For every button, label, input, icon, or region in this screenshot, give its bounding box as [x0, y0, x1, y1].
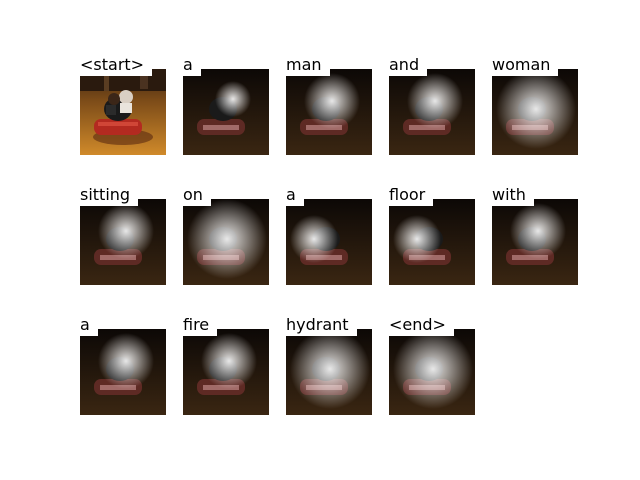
caption-word-label: and — [389, 55, 428, 76]
attention-map-image — [183, 199, 269, 285]
caption-word-label: a — [80, 315, 98, 336]
attention-frame: on — [183, 185, 269, 285]
attention-map-image — [286, 199, 372, 285]
attention-map-image — [183, 69, 269, 155]
attention-frame: a — [80, 315, 166, 415]
attention-frame: fire — [183, 315, 269, 415]
attention-frame: <end> — [389, 315, 475, 415]
attention-frame: hydrant — [286, 315, 372, 415]
caption-word-label: on — [183, 185, 211, 206]
attention-frame: man — [286, 55, 372, 155]
attention-frame: with — [492, 185, 578, 285]
caption-word-label: fire — [183, 315, 218, 336]
attention-map-image — [492, 69, 578, 155]
attention-map-image — [389, 329, 475, 415]
caption-word-label: a — [183, 55, 201, 76]
caption-word-label: <start> — [80, 55, 153, 76]
attention-map-image — [286, 69, 372, 155]
attention-map-image — [183, 329, 269, 415]
attention-frame: and — [389, 55, 475, 155]
caption-word-label: woman — [492, 55, 559, 76]
attention-frame: floor — [389, 185, 475, 285]
caption-word-label: hydrant — [286, 315, 357, 336]
attention-frame: woman — [492, 55, 578, 155]
attention-frame: sitting — [80, 185, 166, 285]
attention-map-image — [286, 329, 372, 415]
attention-frame: a — [286, 185, 372, 285]
attention-frame: <start> — [80, 55, 166, 155]
attention-frame: a — [183, 55, 269, 155]
attention-map-image — [389, 199, 475, 285]
attention-map-image — [80, 329, 166, 415]
attention-map-image — [492, 199, 578, 285]
caption-word-label: with — [492, 185, 534, 206]
attention-map-image — [389, 69, 475, 155]
caption-word-label: sitting — [80, 185, 139, 206]
caption-word-label: a — [286, 185, 304, 206]
caption-word-label: floor — [389, 185, 434, 206]
caption-word-label: <end> — [389, 315, 454, 336]
attention-map-image — [80, 199, 166, 285]
original-image — [80, 69, 166, 155]
caption-word-label: man — [286, 55, 330, 76]
